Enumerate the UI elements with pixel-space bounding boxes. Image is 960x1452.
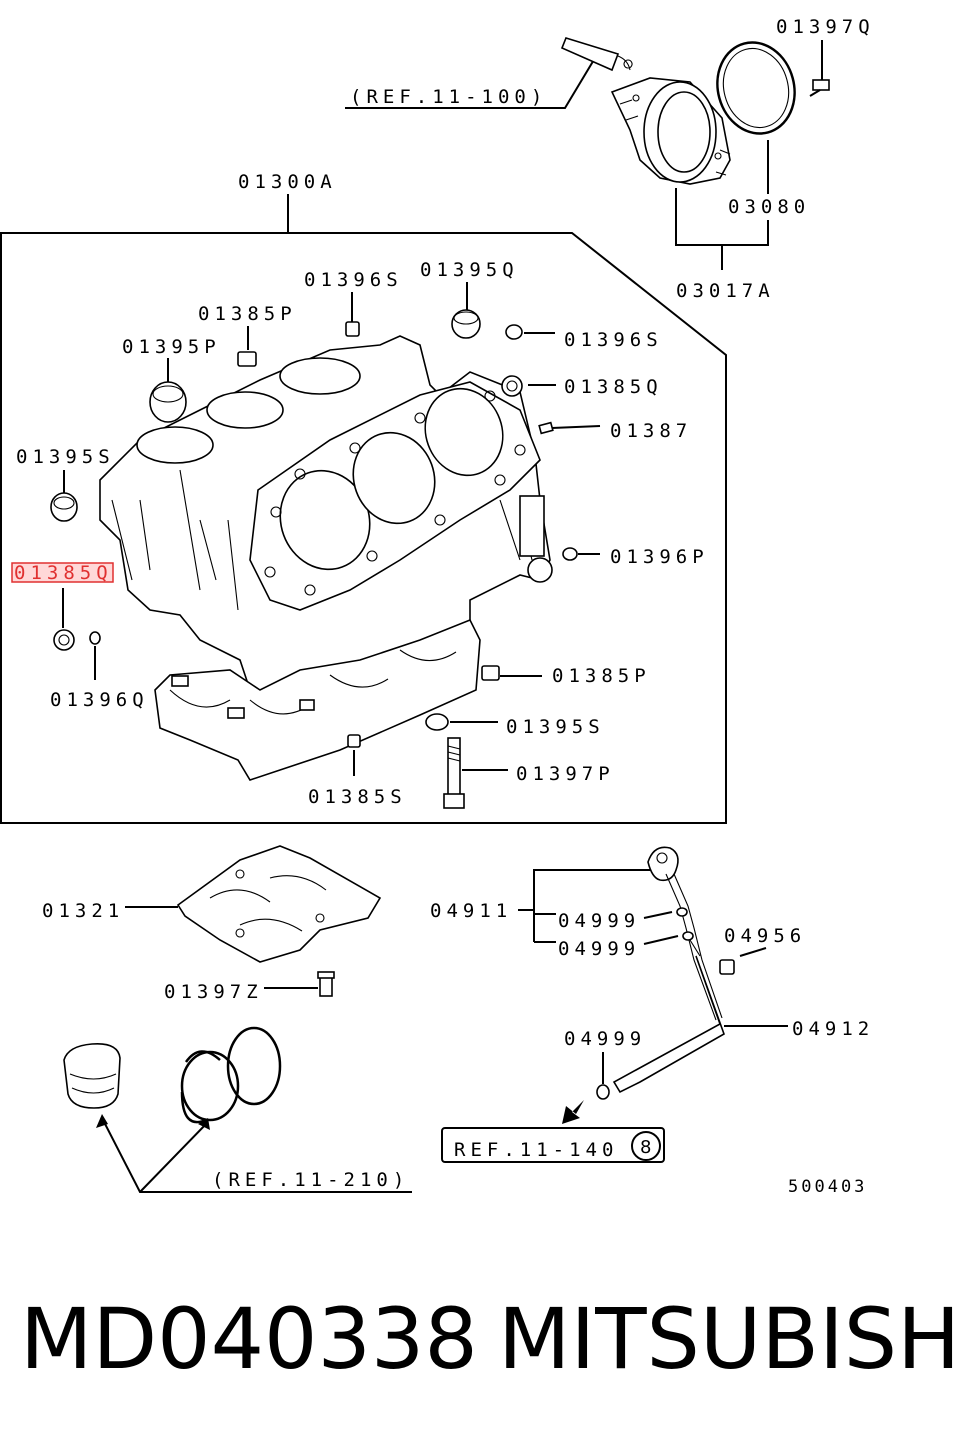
- part-number: MD040338: [20, 1290, 478, 1388]
- ref-11-100-label[interactable]: (REF.11-100): [350, 86, 547, 108]
- baffle-plate-01321: 01321: [42, 845, 382, 963]
- label-01321[interactable]: 01321: [42, 900, 124, 922]
- oil-level-gauge-04911: 04911 04999 04999: [430, 846, 723, 1021]
- plug-01385p-top: 01385P: [198, 303, 297, 367]
- oil-seal-case-03017a: [610, 77, 731, 185]
- label-03080[interactable]: 03080: [728, 196, 810, 218]
- label-01396s-right[interactable]: 01396S: [564, 329, 663, 351]
- cap-01395p: 01395P: [122, 336, 221, 423]
- cylinder-block-frame: [0, 232, 727, 824]
- caption: MD040338 MITSUBISHI: [0, 1290, 960, 1390]
- ref-11-140-box[interactable]: [441, 1127, 665, 1163]
- ref-11-140-callout: REF.11-140 8: [441, 1100, 665, 1163]
- label-01385q-right[interactable]: 01385Q: [564, 376, 663, 398]
- label-04912[interactable]: 04912: [792, 1018, 874, 1040]
- bolt-01397z: 01397Z: [164, 971, 335, 1003]
- label-04999-c[interactable]: 04999: [564, 1028, 646, 1050]
- o-ring-04999-c: 04999: [564, 1028, 646, 1100]
- ref-11-140-label[interactable]: REF.11-140: [454, 1139, 618, 1161]
- label-03017a[interactable]: 03017A: [676, 280, 775, 302]
- label-01300a[interactable]: 01300A: [238, 171, 337, 193]
- label-01385p-top[interactable]: 01385P: [198, 303, 297, 325]
- oil-seal-03080: [716, 41, 796, 135]
- ref-11-210-callout: (REF.11-210): [96, 1114, 412, 1193]
- pin-01387: 01387: [538, 420, 692, 442]
- label-01385s[interactable]: 01385S: [308, 786, 407, 808]
- bearing-shells: [63, 1026, 282, 1124]
- bolt-01397q: 01397Q: [776, 16, 875, 97]
- label-04999-a[interactable]: 04999: [558, 910, 640, 932]
- label-04911[interactable]: 04911: [430, 900, 512, 922]
- plug-01385s: 01385S: [308, 734, 407, 808]
- label-01396q[interactable]: 01396Q: [50, 689, 149, 711]
- diagram-code: 500403: [788, 1177, 867, 1197]
- plug-01396s-top: 01396S: [304, 269, 403, 337]
- ref-11-100-callout: (REF.11-100): [345, 37, 633, 109]
- label-04956[interactable]: 04956: [724, 925, 806, 947]
- cylinder-block-01300a: [99, 335, 553, 781]
- label-01385p-right[interactable]: 01385P: [552, 665, 651, 687]
- guide-tube-04912: 04912: [612, 939, 874, 1094]
- highlight-box: [11, 562, 114, 583]
- cap-01395s-left: 01395S: [16, 446, 115, 522]
- cap-01395q: 01395Q: [420, 259, 519, 339]
- plug-01396p: 01396P: [562, 546, 709, 568]
- plug-01396s-right: 01396S: [505, 324, 663, 351]
- circle-icon: [631, 1131, 661, 1161]
- label-01396s-top[interactable]: 01396S: [304, 269, 403, 291]
- label-01395s-left[interactable]: 01395S: [16, 446, 115, 468]
- label-01395s-right[interactable]: 01395S: [506, 716, 605, 738]
- bolt-04956: 04956: [719, 925, 806, 975]
- label-01397p[interactable]: 01397P: [516, 763, 615, 785]
- brand-name: MITSUBISHI: [498, 1290, 960, 1388]
- label-01397z[interactable]: 01397Z: [164, 981, 263, 1003]
- plug-01396q: 01396Q: [50, 631, 149, 711]
- label-04999-b[interactable]: 04999: [558, 938, 640, 960]
- label-01397q[interactable]: 01397Q: [776, 16, 875, 38]
- plug-01385q-right: 01385Q: [501, 375, 663, 398]
- cap-01395s-right: 01395S: [425, 713, 605, 738]
- label-01395p[interactable]: 01395P: [122, 336, 221, 358]
- label-01395q[interactable]: 01395Q: [420, 259, 519, 281]
- bolt-01397p: 01397P: [443, 737, 615, 809]
- ref-11-210-label[interactable]: (REF.11-210): [212, 1169, 409, 1191]
- plug-01385q-left-highlighted: 01385Q: [11, 562, 114, 651]
- ref-11-140-circle-number: 8: [640, 1137, 651, 1158]
- label-01396p[interactable]: 01396P: [610, 546, 709, 568]
- arrow-icon: [562, 1100, 584, 1124]
- label-01387[interactable]: 01387: [610, 420, 692, 442]
- plug-01385p-right: 01385P: [481, 665, 651, 687]
- label-01385q-highlighted[interactable]: 01385Q: [14, 562, 113, 584]
